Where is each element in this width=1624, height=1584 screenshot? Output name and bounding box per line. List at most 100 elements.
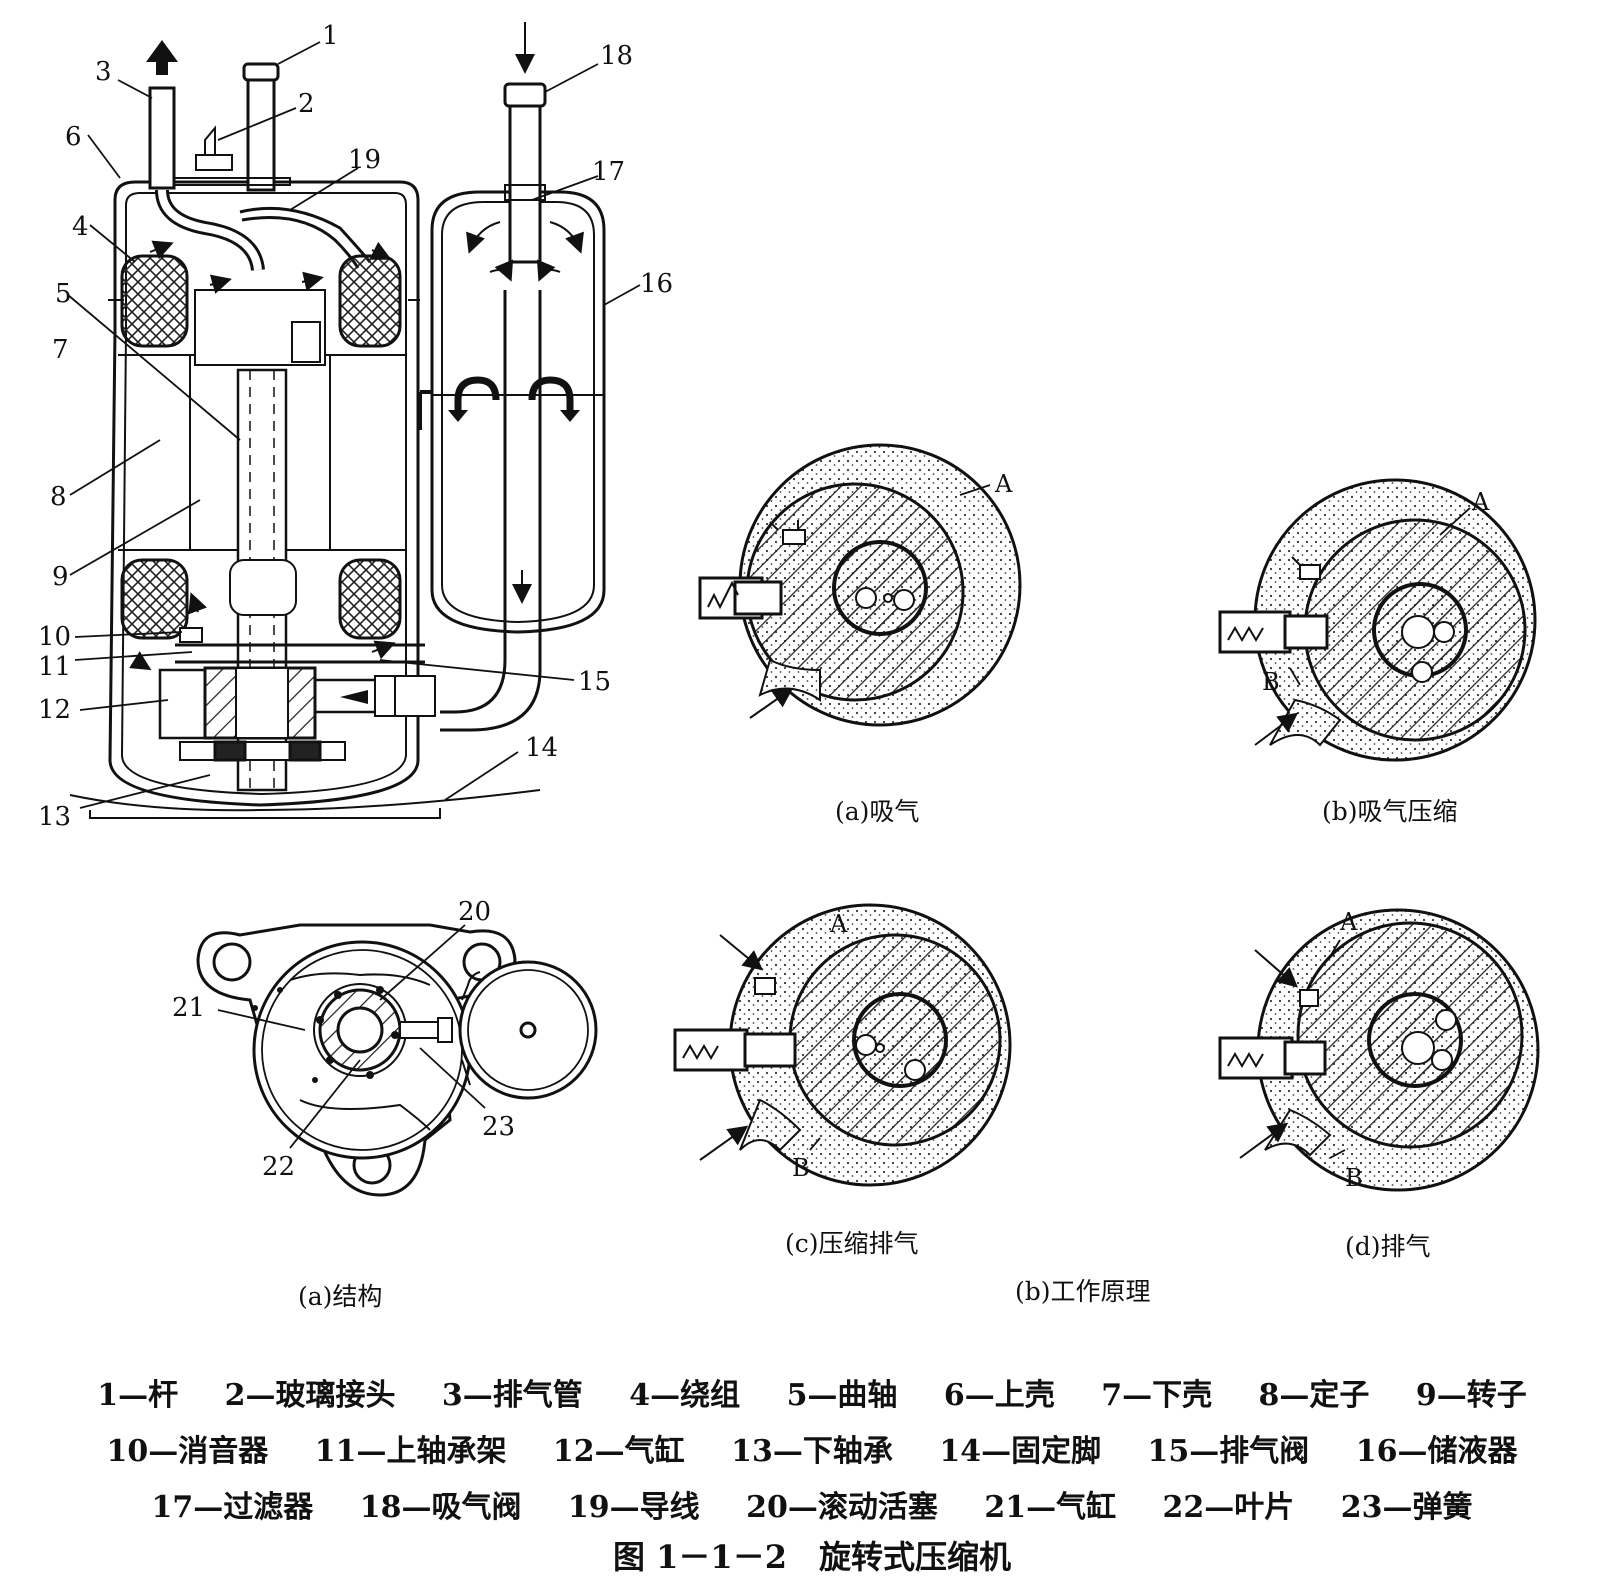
legend-item: 11—上轴承架: [314, 1434, 507, 1469]
label-16: 16: [640, 269, 673, 299]
label-21: 21: [172, 993, 205, 1023]
suction-valve: [503, 82, 547, 108]
leader-lines: [67, 41, 641, 809]
label-4: 4: [72, 212, 89, 242]
shell-outer: [108, 180, 420, 807]
winding-top-left: [120, 254, 189, 348]
legend-item: 20—滚动活塞: [746, 1490, 938, 1525]
oil-return-arrow-left: [454, 376, 500, 412]
legend-item: 22—叶片: [1162, 1490, 1295, 1525]
glass-connector: [195, 125, 233, 171]
panel-d-letter-b: B: [1345, 1164, 1363, 1192]
legend-item: 4—绕组: [629, 1378, 741, 1413]
legend-item: 23—弹簧: [1340, 1490, 1473, 1525]
legend-item: 13—下轴承: [731, 1434, 893, 1469]
winding-bottom-right: [338, 558, 402, 640]
legend-item: 21—气缸: [984, 1490, 1117, 1525]
panel-d-letter-a: A: [1339, 908, 1358, 936]
legend-item: 3—排气管: [441, 1378, 583, 1413]
panel-a-suction: [698, 443, 1022, 727]
winding-bottom-left: [120, 558, 189, 640]
principle-caption: (b)工作原理: [1015, 1277, 1151, 1306]
legend-item: 17—过滤器: [151, 1490, 314, 1525]
label-8: 8: [50, 482, 67, 512]
oil-return-arrow-right: [528, 376, 574, 412]
panel-a-caption: (a)吸气: [835, 797, 919, 826]
structure-caption: (a)结构: [298, 1282, 382, 1311]
legend-item: 10—消音器: [106, 1434, 269, 1469]
legend-item: 18—吸气阀: [359, 1490, 522, 1525]
legend-item: 2—玻璃接头: [224, 1378, 396, 1413]
label-1: 1: [322, 21, 339, 51]
figure-caption: 图 1－1－2 旋转式压缩机: [613, 1538, 1011, 1576]
label-9: 9: [52, 562, 69, 592]
filter: [504, 184, 546, 201]
discharge-valve: [374, 675, 436, 717]
return-pipe: [440, 290, 542, 732]
label-12: 12: [38, 695, 71, 725]
discharge-pipe: [148, 86, 176, 190]
suction-pipe-top: [508, 90, 542, 264]
accumulator-shell: [430, 190, 606, 634]
panel-c-compression-discharge: [673, 903, 1012, 1187]
legend-item: 9—转子: [1415, 1378, 1527, 1413]
label-20: 20: [458, 897, 491, 927]
top-cap: [175, 177, 291, 186]
label-22: 22: [262, 1152, 295, 1182]
legend-item: 16—储液器: [1355, 1434, 1518, 1469]
top-view-structure: [196, 923, 598, 1197]
legend-row-3: 17—过滤器 18—吸气阀 19—导线 20—滚动活塞 21—气缸 22—叶片 …: [0, 1482, 1624, 1526]
label-18: 18: [600, 41, 633, 71]
top-view-leaders: [217, 924, 486, 1149]
panel-c-letter-a: A: [829, 910, 848, 938]
panel-d-caption: (d)排气: [1345, 1232, 1431, 1261]
panel-a-letter-a: A: [994, 470, 1013, 498]
legend-row-1: 1—杆 2—玻璃接头 3—排气管 4—绕组 5—曲轴 6—上壳 7—下壳 8—定…: [0, 1370, 1624, 1414]
label-19: 19: [348, 145, 381, 175]
discharge-arrow-icon: [146, 40, 178, 75]
legend-item: 19—导线: [567, 1490, 700, 1525]
label-5: 5: [55, 279, 72, 309]
panel-c-caption: (c)压缩排气: [785, 1229, 919, 1258]
panel-b-caption: (b)吸气压缩: [1322, 797, 1458, 826]
label-3: 3: [95, 57, 112, 87]
legend-item: 14—固定脚: [939, 1434, 1102, 1469]
label-23: 23: [482, 1112, 515, 1142]
panel-b-suction-compression: [1218, 478, 1537, 762]
rod: [246, 76, 276, 192]
label-14: 14: [525, 733, 558, 763]
part-number-labels: 1 2 3 6 19 4 5 7 8 9 10 11 12 13 14 15 1…: [38, 21, 673, 832]
vane: [399, 1021, 443, 1039]
rotor: [194, 289, 326, 366]
mounting-foot: [69, 789, 541, 819]
panel-b-letter-a: A: [1471, 488, 1490, 516]
legend-item: 1—杆: [97, 1378, 179, 1413]
mounting-plate: [196, 923, 517, 1197]
legend-item: 15—排气阀: [1147, 1434, 1310, 1469]
winding-top-right: [338, 254, 402, 348]
label-10: 10: [38, 622, 71, 652]
label-2: 2: [298, 89, 315, 119]
muffler: [179, 627, 203, 643]
legend-item: 7—下壳: [1101, 1378, 1213, 1413]
legend-item: 12—气缸: [552, 1434, 685, 1469]
upper-bearing-frame: [175, 643, 425, 664]
flow-arrows: [129, 240, 396, 671]
panel-d-discharge: [1218, 908, 1540, 1192]
label-6: 6: [65, 122, 82, 152]
compressor-cross-section: [69, 40, 541, 819]
shell-inner: [120, 192, 407, 796]
label-17: 17: [592, 157, 625, 187]
label-7: 7: [52, 335, 69, 365]
legend-item: 6—上壳: [943, 1378, 1055, 1413]
accumulator-top-view: [458, 960, 598, 1100]
label-11: 11: [38, 652, 71, 682]
legend-row-2: 10—消音器 11—上轴承架 12—气缸 13—下轴承 14—固定脚 15—排气…: [0, 1426, 1624, 1470]
legend-item: 5—曲轴: [786, 1378, 898, 1413]
panel-c-letter-b: B: [792, 1154, 810, 1182]
panel-b-letter-b: B: [1262, 668, 1280, 696]
label-13: 13: [38, 802, 71, 832]
accumulator: [418, 22, 606, 732]
label-15: 15: [578, 667, 611, 697]
